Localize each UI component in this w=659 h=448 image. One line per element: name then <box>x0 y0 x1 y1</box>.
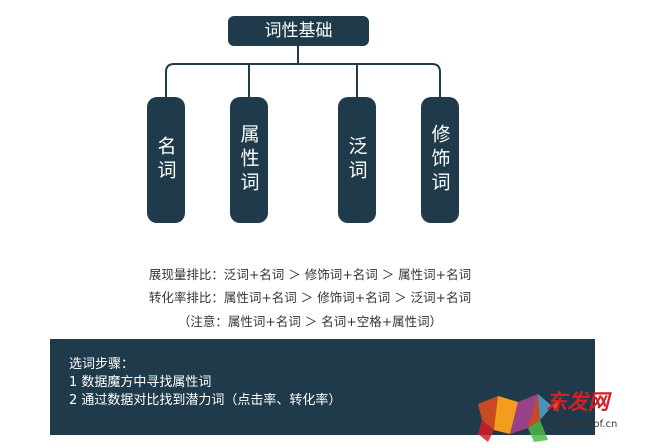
branch-attribute-word-label: 属性词 <box>237 124 260 196</box>
branch-attribute-word: 属性词 <box>230 97 268 223</box>
watermark-brand: 东发网 <box>546 389 609 414</box>
branch-generic-word-label: 泛词 <box>345 136 368 184</box>
conversion-ranking: 转化率排比：属性词+名词 ＞ 修饰词+名词 ＞ 泛词+名词 <box>148 290 472 305</box>
branch-noun-label: 名词 <box>154 136 177 184</box>
display-ranking: 展现量排比：泛词+名词 ＞ 修饰词+名词 ＞ 属性词+名词 <box>148 267 472 282</box>
bull-logo-icon <box>478 394 560 442</box>
branch-generic-word: 泛词 <box>338 97 376 223</box>
root-node: 词性基础 <box>228 16 369 46</box>
step-item: 1 数据魔方中寻找属性词 <box>69 375 212 390</box>
steps-box: 选词步骤： 1 数据魔方中寻找属性词 2 通过数据对比找到潜力词（点击率、转化率… <box>50 339 595 435</box>
watermark-url: www.6pf.cn <box>560 419 618 430</box>
branch-modifier-word: 修饰词 <box>421 97 459 223</box>
step-item: 2 通过数据对比找到潜力词（点击率、转化率） <box>69 393 342 408</box>
ranking-note: （注意：属性词+名词 ＞ 名词+空格+属性词） <box>177 314 443 329</box>
branch-modifier-word-label: 修饰词 <box>428 124 451 196</box>
steps-title: 选词步骤： <box>69 357 135 372</box>
branch-noun: 名词 <box>147 97 185 223</box>
site-watermark: 东发网 www.6pf.cn <box>468 384 659 448</box>
